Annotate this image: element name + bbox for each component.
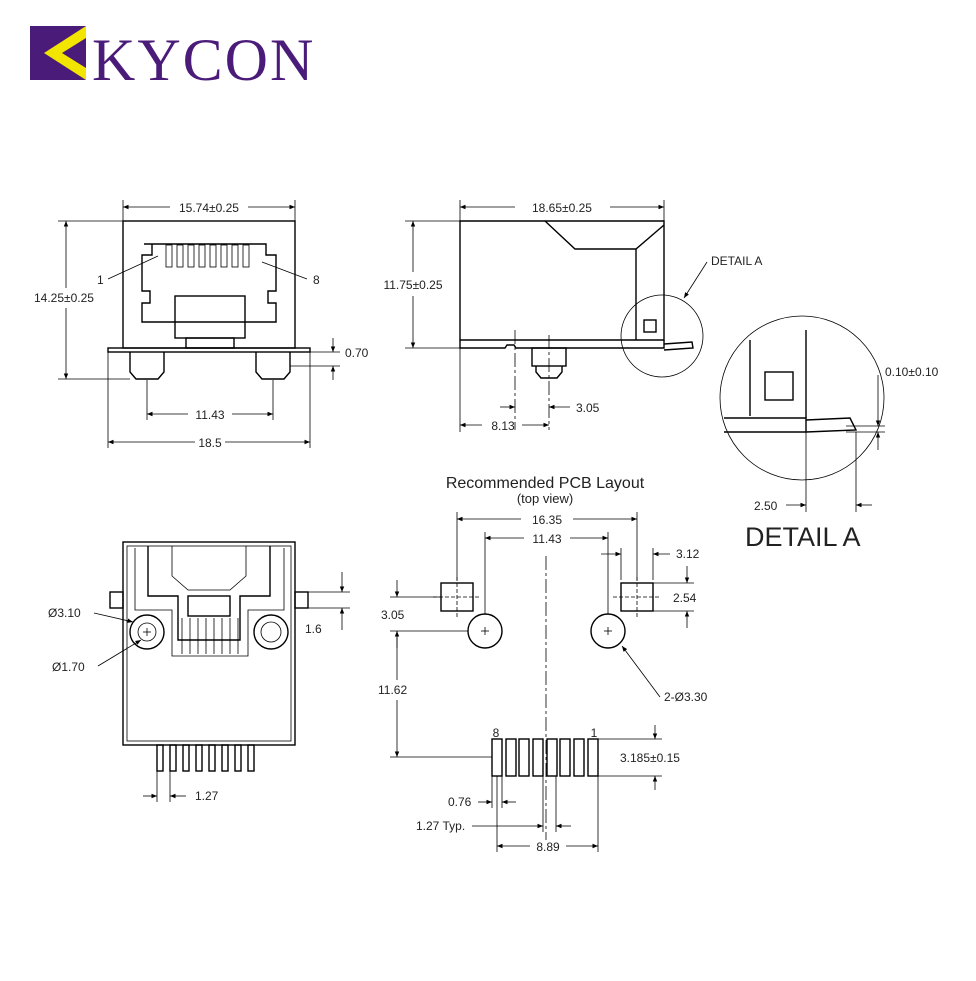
front-latch [174, 295, 246, 339]
pcb-pitch-label: 1.27 Typ. [416, 819, 465, 833]
bottom-pin-pitch-label: 1.27 [195, 789, 219, 803]
front-view: 15.74±0.25 14.25±0.25 1 8 0.70 11.43 18.… [34, 200, 369, 450]
bottom-hole-dia-label: Ø1.70 [52, 660, 85, 674]
front-contacts [165, 244, 250, 268]
pcb-pin8-label: 8 [493, 726, 500, 740]
front-latch-base [185, 337, 235, 349]
front-post-spacing-label: 11.43 [195, 408, 224, 422]
side-base [459, 340, 665, 349]
front-jack-opening [141, 243, 277, 323]
side-detail-square [643, 319, 657, 333]
pcb-pad-length-label: 3.185±0.15 [620, 751, 680, 765]
pcb-pad-span-label: 16.35 [532, 513, 562, 527]
front-overall-width-label: 18.5 [198, 436, 222, 450]
front-height-label: 14.25±0.25 [34, 291, 94, 305]
bottom-view-contacts [181, 618, 239, 654]
detail-a-length-label: 2.50 [754, 499, 778, 513]
side-height-label: 11.75±0.25 [383, 278, 442, 292]
side-post-from-front-label: 8.13 [491, 419, 515, 433]
pcb-hole-offset-label: 3.05 [381, 608, 405, 622]
side-cover-bend [544, 220, 665, 250]
front-pin8-label: 8 [313, 273, 320, 287]
side-view: 18.65±0.25 11.75±0.25 3.05 8.13 DETAIL A [383, 200, 762, 433]
pcb-row-span-label: 8.89 [536, 840, 560, 854]
bottom-tab-height-label: 1.6 [305, 622, 322, 636]
front-pin1-label: 1 [97, 273, 104, 287]
pcb-hole-callout-label: 2-Ø3.30 [664, 690, 708, 704]
front-body [122, 220, 296, 349]
bottom-tab-dia-label: Ø3.10 [48, 606, 81, 620]
bottom-jack-outline [147, 546, 271, 641]
side-length-label: 18.65±0.25 [532, 201, 592, 215]
detail-a-circle [620, 294, 704, 378]
pcb-pad-w-label: 0.76 [448, 795, 472, 809]
detail-a: 0.10±0.10 2.50 DETAIL A [719, 315, 939, 552]
pcb-row-distance-label: 11.62 [378, 683, 407, 697]
front-standoff-label: 0.70 [345, 346, 369, 360]
front-flange [107, 347, 311, 353]
bottom-body [122, 541, 296, 746]
detail-a-base [724, 417, 807, 433]
front-post-right [255, 352, 291, 380]
side-post-offset-label: 3.05 [576, 401, 600, 415]
detail-a-walls [749, 330, 807, 418]
pcb-pad-width-label: 3.12 [676, 547, 700, 561]
pcb-pin1-label: 1 [591, 726, 598, 740]
detail-a-gap-label: 0.10±0.10 [885, 365, 939, 379]
detail-a-title: DETAIL A [745, 522, 861, 552]
pcb-layout: Recommended PCB Layout (top view) 8 1 [378, 475, 708, 854]
logo-text: KYCON [92, 27, 315, 93]
pcb-hole-span-label: 11.43 [532, 532, 561, 546]
logo-mark-inner [62, 38, 86, 68]
front-post-left [129, 352, 165, 380]
front-width-top-label: 15.74±0.25 [179, 201, 239, 215]
bottom-view-pins [156, 744, 255, 772]
side-detail-callout: DETAIL A [711, 254, 762, 268]
detail-a-tail [805, 417, 858, 433]
side-tail [663, 341, 694, 351]
kycon-logo: KYCON [30, 26, 315, 93]
pcb-pin-row [491, 738, 599, 777]
bottom-view: Ø3.10 Ø1.70 1.6 1.27 [48, 541, 350, 803]
side-body [459, 220, 665, 341]
detail-a-square [764, 371, 794, 401]
pcb-layout-subtitle: (top view) [517, 491, 573, 506]
pcb-pad-height-label: 2.54 [673, 591, 697, 605]
detail-a-enlarged-circle [719, 315, 885, 481]
pcb-layout-title: Recommended PCB Layout [446, 475, 645, 492]
